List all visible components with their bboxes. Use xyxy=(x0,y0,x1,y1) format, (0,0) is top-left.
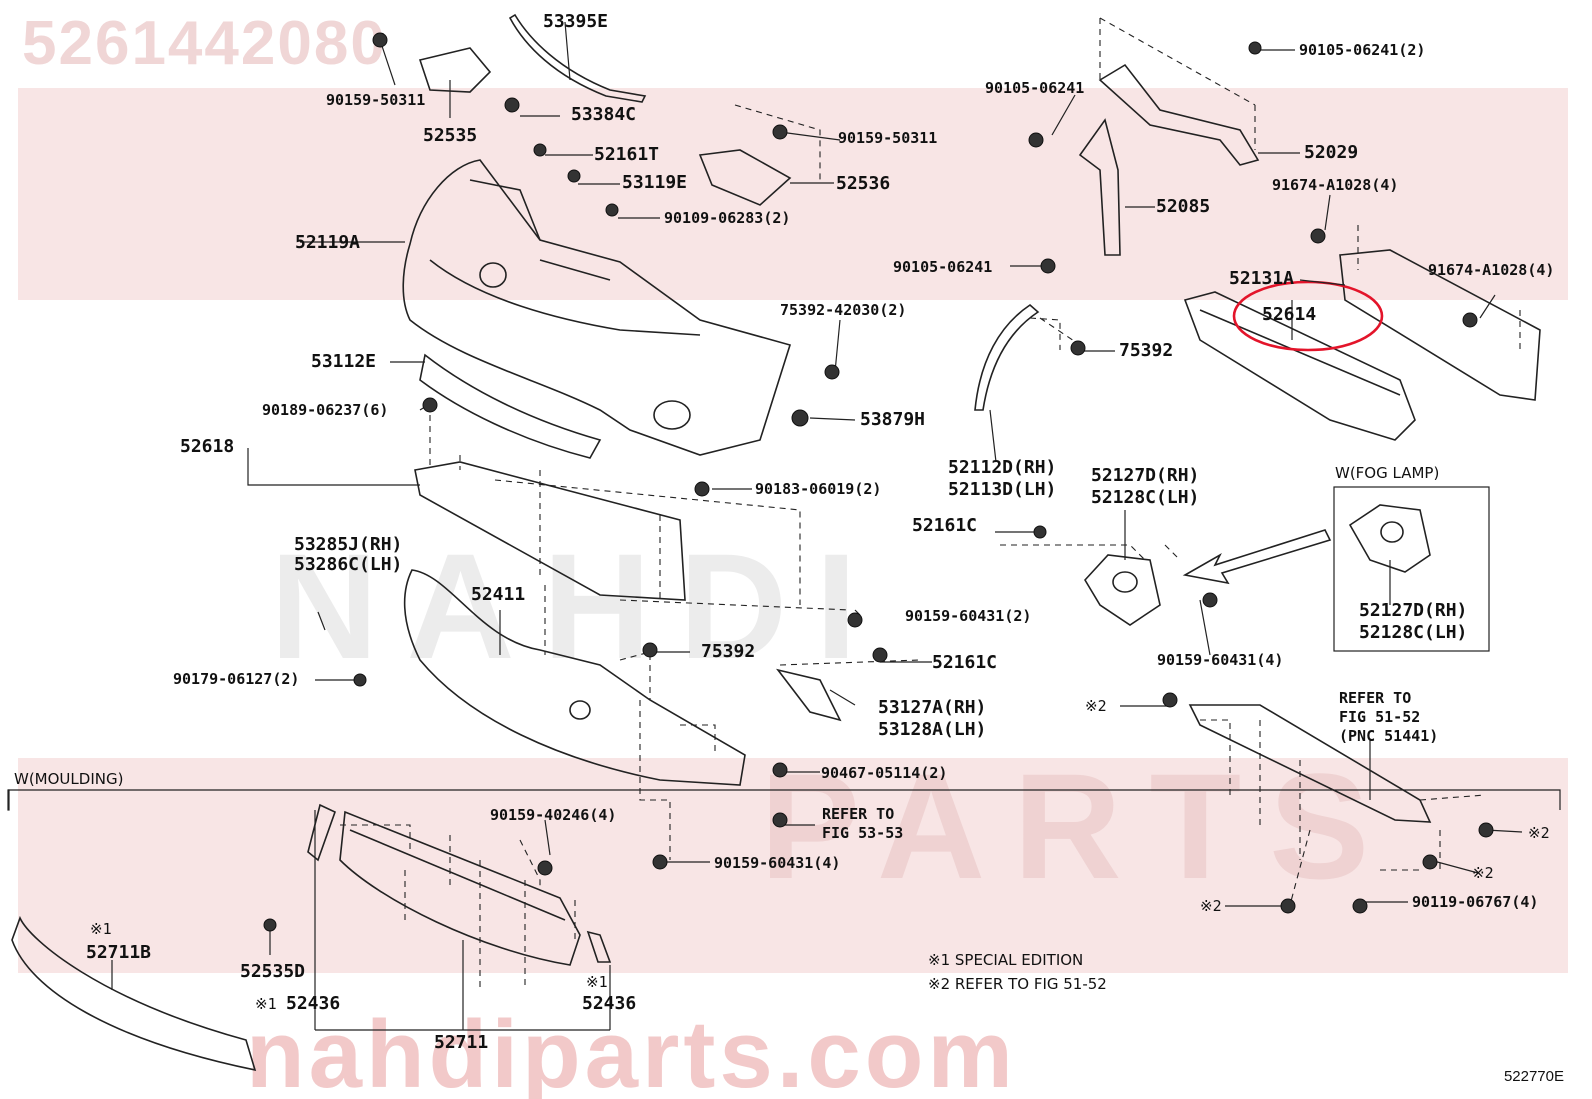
label-52436-b: 52436 xyxy=(582,993,637,1014)
label-90105-06241-a: 90105-06241 xyxy=(985,79,1085,97)
label-75392-a: 75392 xyxy=(1119,340,1174,361)
label-53127A: 53127A(RH) xyxy=(878,697,987,718)
label-91674-A1028-a: 91674-A1028(4) xyxy=(1272,176,1399,194)
label-52618: 52618 xyxy=(180,436,235,457)
watermark-part-number: 5261442080 xyxy=(22,9,387,78)
watermark-site: nahdiparts.com xyxy=(246,1001,1017,1099)
label-52131A: 52131A xyxy=(1229,268,1295,289)
label-refer-a1: REFER TO xyxy=(1339,689,1412,707)
label-90467-05114: 90467-05114(2) xyxy=(821,764,948,782)
label-52128C-a: 52128C(LH) xyxy=(1091,487,1200,508)
label-52029: 52029 xyxy=(1304,142,1359,163)
label-90159-60431-b: 90159-60431(4) xyxy=(1157,651,1284,669)
label-90105-06241-b: 90105-06241 xyxy=(893,258,993,276)
fasteners xyxy=(263,32,1494,932)
energy-absorber xyxy=(1183,291,1416,441)
label-52119A: 52119A xyxy=(295,232,361,253)
label-90159-60431-a: 90159-60431(2) xyxy=(905,607,1032,625)
label-note-x1-b: ※1 xyxy=(586,973,608,991)
watermark-parts: PARTS xyxy=(760,742,1398,910)
label-note-x1-a: ※1 xyxy=(90,920,112,938)
watermark-band-bottom xyxy=(18,758,1568,973)
label-90109-06283: 90109-06283(2) xyxy=(664,209,791,227)
label-90159-60431-c: 90159-60431(4) xyxy=(714,854,841,872)
label-52411: 52411 xyxy=(471,584,526,605)
label-refer-a2: FIG 51-52 xyxy=(1339,708,1421,726)
label-53879H: 53879H xyxy=(860,409,926,430)
label-52436-a: 52436 xyxy=(286,993,341,1014)
label-90159-40246: 90159-40246(4) xyxy=(490,806,617,824)
engine-under-cover xyxy=(414,461,686,601)
label-52535: 52535 xyxy=(423,125,478,146)
label-note-x2-d: ※2 xyxy=(1200,897,1222,915)
note-refer-fig: ※2 REFER TO FIG 51-52 xyxy=(928,975,1107,993)
lower-grille xyxy=(419,353,602,459)
label-52711B: 52711B xyxy=(86,942,152,963)
label-53286C: 53286C(LH) xyxy=(294,554,403,575)
label-52536: 52536 xyxy=(836,173,891,194)
label-52127D-b: 52127D(RH) xyxy=(1359,600,1468,621)
label-90159-50311-a: 90159-50311 xyxy=(326,91,426,109)
label-90105-06241-top: 90105-06241(2) xyxy=(1299,41,1426,59)
label-52113D: 52113D(LH) xyxy=(948,479,1057,500)
label-52711: 52711 xyxy=(434,1032,489,1053)
watermark-brand: NAHDI xyxy=(270,522,885,690)
label-w-fog-lamp: W(FOG LAMP) xyxy=(1335,464,1440,482)
direction-arrow xyxy=(1182,529,1332,585)
moulding-special xyxy=(11,915,257,1072)
label-52127D-a: 52127D(RH) xyxy=(1091,465,1200,486)
label-53395E: 53395E xyxy=(543,11,609,32)
label-52161T: 52161T xyxy=(594,144,660,165)
label-53112E: 53112E xyxy=(311,351,377,372)
upper-bumper-cover xyxy=(402,159,792,456)
label-75392-b: 75392 xyxy=(701,641,756,662)
lower-bumper xyxy=(403,569,746,786)
label-note-x1-c: ※1 xyxy=(255,995,277,1013)
label-53128A: 53128A(LH) xyxy=(878,719,987,740)
label-52161C-a: 52161C xyxy=(912,515,978,536)
label-note-x2-b: ※2 xyxy=(1528,824,1550,842)
label-90183-06019: 90183-06019(2) xyxy=(755,480,882,498)
label-note-x2-c: ※2 xyxy=(1472,864,1494,882)
watermark-band-top xyxy=(18,88,1568,300)
label-52614: 52614 xyxy=(1262,304,1317,325)
label-52535D: 52535D xyxy=(240,961,306,982)
diagram-reference-code: 522770E xyxy=(1503,1068,1564,1085)
label-75392-42030: 75392-42030(2) xyxy=(780,301,907,319)
label-52161C-b: 52161C xyxy=(932,652,998,673)
label-refer-b1: REFER TO xyxy=(822,805,895,823)
moulding xyxy=(339,810,581,966)
label-90159-50311-b: 90159-50311 xyxy=(838,129,938,147)
label-w-moulding: W(MOULDING) xyxy=(14,770,124,788)
label-52085: 52085 xyxy=(1156,196,1211,217)
label-refer-b2: FIG 53-53 xyxy=(822,824,904,842)
label-53384C: 53384C xyxy=(571,104,637,125)
label-52112D: 52112D(RH) xyxy=(948,457,1057,478)
label-53119E: 53119E xyxy=(622,172,688,193)
label-refer-a3: (PNC 51441) xyxy=(1339,727,1439,745)
label-91674-A1028-b: 91674-A1028(4) xyxy=(1428,261,1555,279)
bumper-reinforcement xyxy=(1339,249,1541,401)
label-53285J: 53285J(RH) xyxy=(294,534,403,555)
label-90179-06127: 90179-06127(2) xyxy=(173,670,300,688)
label-90119-06767: 90119-06767(4) xyxy=(1412,893,1539,911)
label-note-x2-a: ※2 xyxy=(1085,697,1107,715)
highlight-ellipse xyxy=(1232,280,1384,352)
note-special-edition: ※1 SPECIAL EDITION xyxy=(928,951,1084,969)
label-90189-06237: 90189-06237(6) xyxy=(262,401,389,419)
label-52128C-b: 52128C(LH) xyxy=(1359,622,1468,643)
